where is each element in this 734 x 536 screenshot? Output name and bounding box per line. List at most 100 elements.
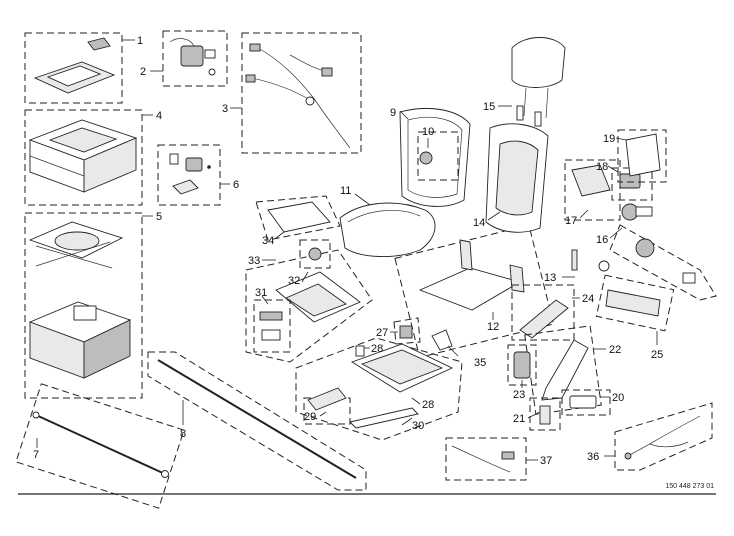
callout-27: 27 (376, 327, 388, 339)
leader-31 (261, 295, 269, 305)
rod-end-a (32, 411, 40, 419)
group-box-13 (609, 224, 717, 301)
callout-15: 15 (483, 101, 495, 113)
leader-19 (615, 137, 627, 141)
group-box-22 (524, 325, 602, 415)
tray-floor (360, 349, 444, 385)
suspension-bearing (54, 231, 100, 251)
handle-23 (513, 351, 531, 379)
motor-13-gear (682, 272, 696, 284)
suspension-panel (73, 305, 97, 321)
callout-30: 30 (412, 420, 424, 432)
callout-36: 36 (587, 451, 599, 463)
group-11-seat-cushion (339, 193, 436, 258)
latch-35 (431, 329, 453, 351)
callout-12: 12 (487, 321, 499, 333)
callout-34: 34 (262, 235, 274, 247)
callout-31: 31 (255, 287, 267, 299)
callout-14: 14 (473, 217, 485, 229)
actuator-16-shaft (635, 206, 653, 217)
leader-32 (301, 271, 309, 283)
callout-28b: 28 (422, 399, 434, 411)
rail-bar (157, 359, 357, 479)
harness-main (257, 47, 351, 149)
callout-21: 21 (513, 413, 525, 425)
leader-17 (579, 209, 589, 219)
latch-31 (259, 311, 283, 321)
group-2-switch (150, 30, 228, 87)
group-box-18 (611, 167, 653, 201)
callout-6: 6 (233, 179, 239, 191)
headrest-post-left (523, 87, 527, 117)
cover-plate-inner (46, 65, 102, 87)
group-box-2 (162, 30, 228, 87)
bracket-pin (169, 153, 179, 165)
group-37-cable (445, 437, 538, 481)
leader-35 (447, 345, 459, 357)
headrest-cushion (511, 37, 566, 88)
group-3-harness (230, 32, 362, 154)
plate-34 (267, 201, 331, 233)
part-21 (539, 405, 551, 425)
callout-25: 25 (651, 349, 663, 361)
panel-19 (625, 133, 661, 177)
motor-13 (635, 238, 655, 258)
group-36-harness (604, 402, 713, 471)
group-box-3 (241, 32, 362, 154)
group-box-8 (147, 351, 367, 491)
callout-labels: 1 2 3 4 5 6 7 8 9 10 11 12 13 14 15 16 1… (33, 35, 663, 467)
group-box-17 (564, 159, 621, 221)
group-box-32 (299, 239, 331, 269)
bracket-plate (172, 179, 199, 195)
group-box-4 (24, 109, 143, 206)
group-box-19 (617, 129, 667, 183)
callout-23: 23 (513, 389, 525, 401)
clip-20 (569, 395, 597, 409)
suspension-body-side (83, 319, 131, 379)
leader-14 (487, 211, 501, 221)
switch-cable (169, 38, 195, 47)
callout-16: 16 (596, 234, 608, 246)
seat-cushion-seam (347, 210, 421, 223)
rod-shaft (35, 414, 166, 475)
group-box-24 (511, 284, 575, 341)
bracket-screw (207, 165, 211, 169)
seat-frame-bracket (459, 239, 473, 271)
rod-end-b (161, 470, 169, 478)
frame-opening (48, 127, 118, 153)
callout-32: 32 (288, 275, 300, 287)
backrest-cushion (399, 107, 471, 207)
callout-22: 22 (609, 344, 621, 356)
group-14-backrest-frame (485, 123, 549, 233)
group-1-cover (24, 32, 135, 104)
group-8-rail (147, 351, 367, 491)
callout-33: 33 (248, 255, 260, 267)
track-29 (307, 387, 347, 411)
backrest-cushion-seam (407, 116, 463, 198)
group-box-31 (253, 299, 291, 353)
callout-19: 19 (603, 133, 615, 145)
headrest-bolt-b (534, 111, 542, 127)
clip-27 (399, 325, 413, 339)
cover-22 (541, 339, 589, 401)
headrest-bolt-a (516, 105, 524, 121)
callout-35: 35 (474, 357, 486, 369)
bolt-13-head (598, 260, 610, 272)
group-5-suspension (24, 212, 153, 399)
lumbar-knob (419, 151, 433, 165)
seat-frame (418, 267, 522, 311)
callout-4: 4 (156, 110, 162, 122)
leader-18 (607, 165, 619, 173)
cable-37-plug (501, 451, 515, 460)
leader-9 (399, 110, 409, 120)
group-16-19-right-parts (564, 129, 667, 239)
leader-21 (527, 411, 541, 419)
strip-30 (349, 407, 419, 429)
group-box-37 (445, 437, 527, 481)
leader-34 (275, 231, 285, 239)
callout-2: 2 (140, 66, 146, 78)
harness-connector (305, 96, 315, 106)
leader-30 (401, 417, 413, 426)
plate-25 (605, 289, 661, 317)
leader-16 (609, 227, 623, 239)
